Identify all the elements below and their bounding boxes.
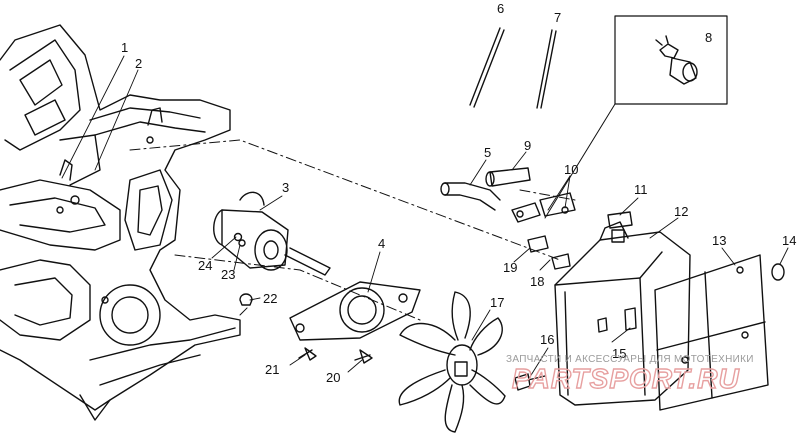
fan-shroud [289, 281, 421, 341]
hose-clamps [511, 192, 576, 223]
callout-2: 2 [135, 56, 142, 71]
callout-21: 21 [265, 362, 279, 377]
inset-box [614, 15, 728, 105]
callout-5: 5 [484, 145, 491, 160]
hoses [440, 167, 531, 211]
callout-19: 19 [503, 260, 517, 275]
bolts [239, 293, 373, 364]
assembly-lines [129, 139, 576, 321]
callout-14: 14 [782, 233, 796, 248]
radiator-screen [654, 254, 769, 411]
callout-13: 13 [712, 233, 726, 248]
temperature-switch [655, 35, 698, 85]
callout-24: 24 [198, 258, 212, 273]
callout-11: 11 [634, 182, 648, 197]
grommet [771, 263, 785, 281]
callout-20: 20 [326, 370, 340, 385]
callout-23: 23 [221, 267, 235, 282]
callout-1: 1 [121, 40, 128, 55]
callout-18: 18 [530, 274, 544, 289]
inset-pointer [544, 103, 616, 219]
drain-plug [514, 373, 546, 391]
radiator [554, 211, 691, 406]
studs [469, 27, 557, 109]
fan-motor [213, 191, 331, 276]
callout-16: 16 [540, 332, 554, 347]
callout-17: 17 [490, 295, 504, 310]
callout-9: 9 [524, 138, 531, 153]
callout-12: 12 [674, 204, 688, 219]
callout-6: 6 [497, 1, 504, 16]
fittings [527, 235, 571, 270]
callout-4: 4 [378, 236, 385, 251]
callout-10: 10 [564, 162, 578, 177]
leader-lines [61, 55, 789, 381]
fan-blade [398, 291, 506, 433]
callout-labels: 1 2 3 4 5 6 7 8 9 10 11 12 13 14 15 16 1… [121, 1, 796, 385]
callout-3: 3 [282, 180, 289, 195]
watermark: ЗАПЧАСТИ И АКСЕССУАРЫ ДЛЯ МОТОТЕХНИКИ PA… [506, 354, 754, 395]
watermark-brand: PARTSPORT.RU [512, 363, 740, 394]
watermark-caption: ЗАПЧАСТИ И АКСЕССУАРЫ ДЛЯ МОТОТЕХНИКИ [506, 354, 754, 365]
frame-assembly [0, 24, 241, 421]
callout-7: 7 [554, 10, 561, 25]
callout-15: 15 [612, 346, 626, 361]
callout-22: 22 [263, 291, 277, 306]
callout-8: 8 [705, 30, 712, 45]
